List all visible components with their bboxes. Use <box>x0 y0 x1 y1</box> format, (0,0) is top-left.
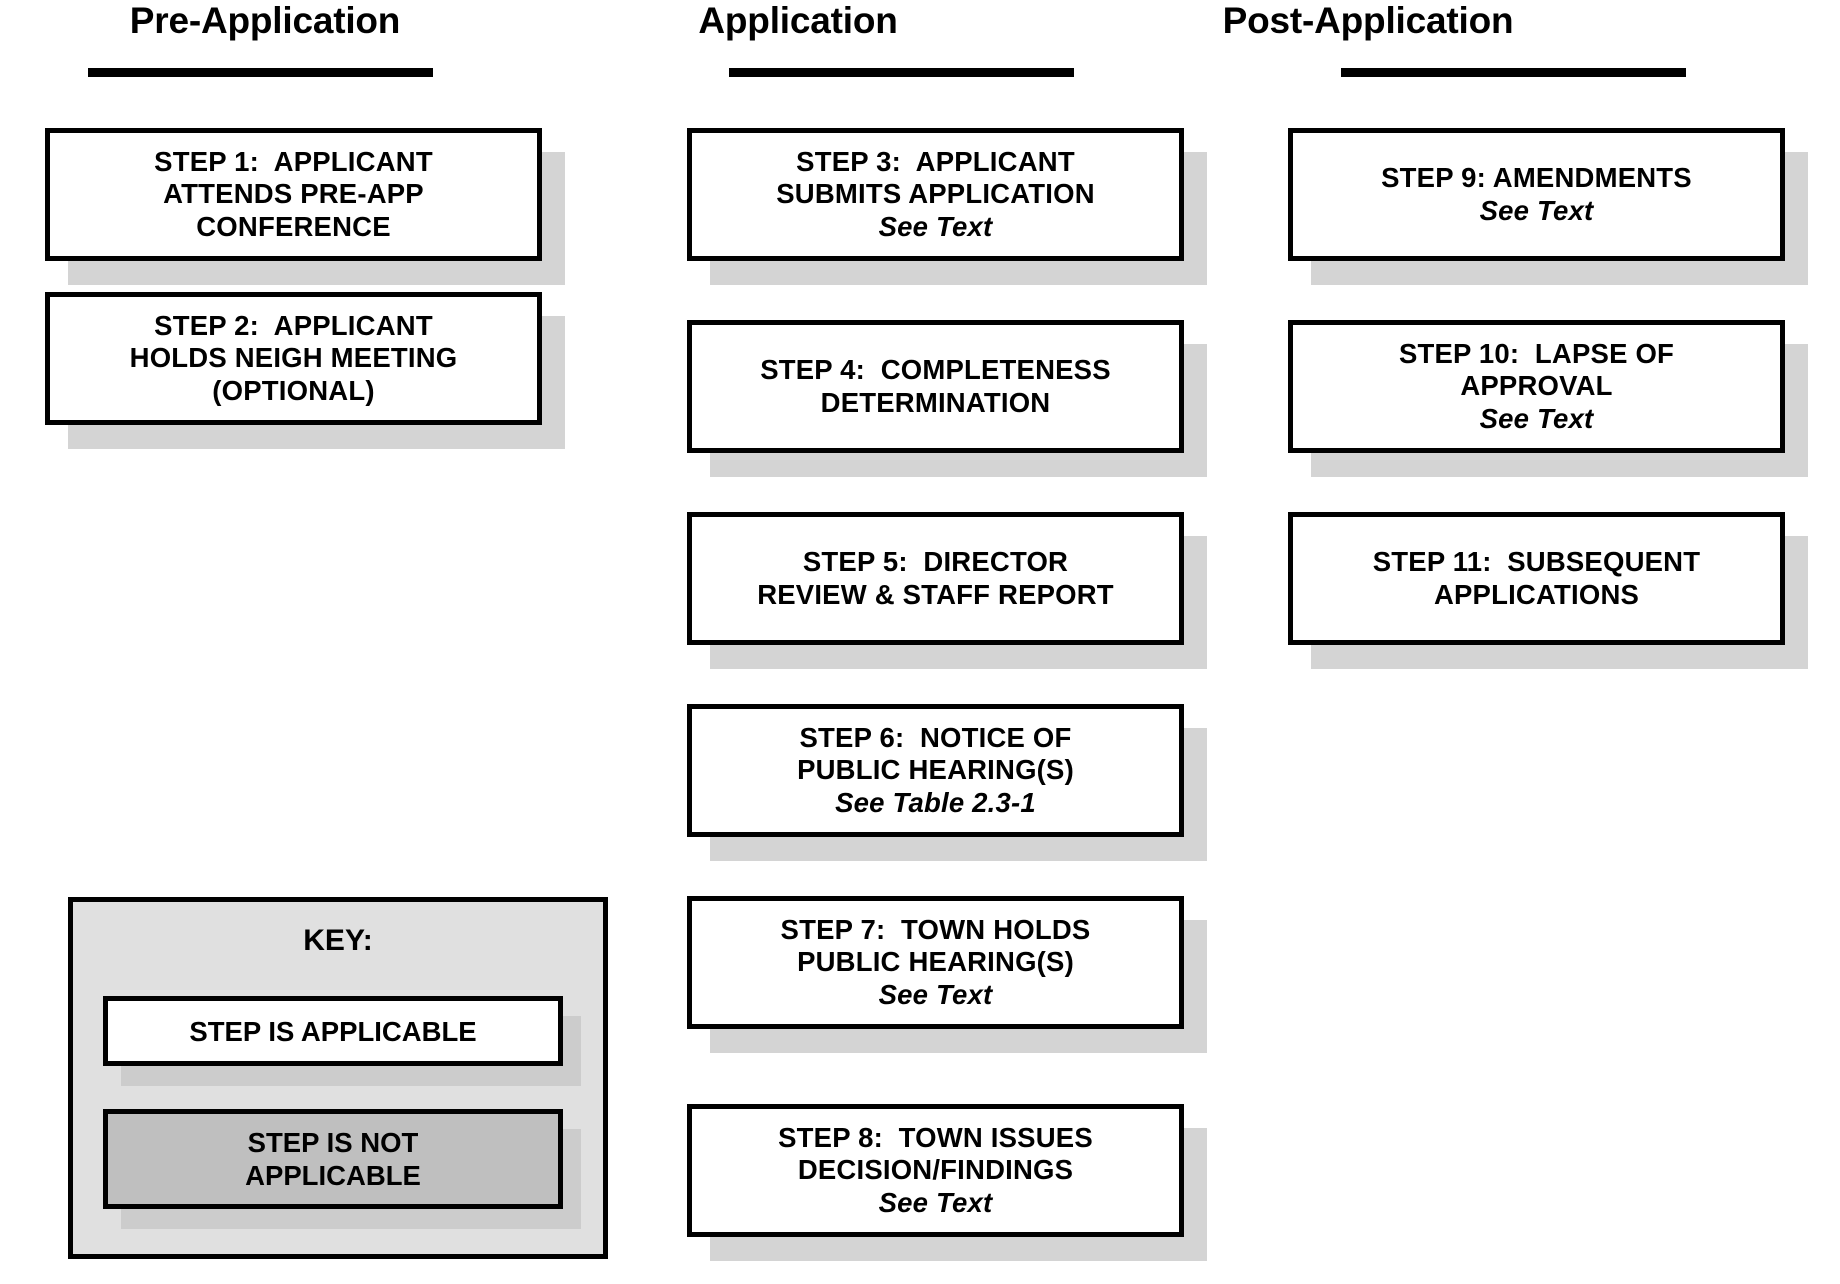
key-panel: KEY: STEP IS APPLICABLE STEP IS NOT APPL… <box>68 897 608 1259</box>
step-7-line-3: See Text <box>878 978 993 1010</box>
step-9-line-2: See Text <box>1479 194 1594 226</box>
step-6-line-3: See Table 2.3-1 <box>835 786 1036 818</box>
step-8-line-1: STEP 8: TOWN ISSUES <box>778 1121 1093 1153</box>
step-8-line-3: See Text <box>878 1186 993 1218</box>
step-10-box[interactable]: STEP 10: LAPSE OF APPROVAL See Text <box>1288 320 1785 453</box>
step-11-box[interactable]: STEP 11: SUBSEQUENT APPLICATIONS <box>1288 512 1785 645</box>
step-10-line-2: APPROVAL <box>1460 370 1613 402</box>
step-5-line-1: STEP 5: DIRECTOR <box>802 546 1069 578</box>
step-1-line-3: CONFERENCE <box>196 210 391 242</box>
step-1-line-1: STEP 1: APPLICANT <box>154 145 433 177</box>
step-4-box[interactable]: STEP 4: COMPLETENESS DETERMINATION <box>687 320 1184 453</box>
key-applicable-box: STEP IS APPLICABLE <box>103 996 563 1066</box>
step-9-line-1: STEP 9: AMENDMENTS <box>1381 162 1692 194</box>
step-11-line-2: APPLICATIONS <box>1433 578 1640 610</box>
key-not-applicable-line-1: STEP IS NOT <box>247 1127 419 1158</box>
step-10-line-1: STEP 10: LAPSE OF <box>1398 337 1675 369</box>
step-5-line-2: REVIEW & STAFF REPORT <box>757 578 1114 610</box>
key-title: KEY: <box>303 924 373 957</box>
step-3-line-3: See Text <box>878 210 993 242</box>
step-1-line-2: ATTENDS PRE-APP <box>163 178 424 210</box>
step-7-line-1: STEP 7: TOWN HOLDS <box>780 913 1091 945</box>
column-title-post-application: Post-Application <box>1222 0 1514 41</box>
step-2-line-2: HOLDS NEIGH MEETING <box>129 342 458 374</box>
step-4-line-1: STEP 4: COMPLETENESS <box>760 354 1111 386</box>
step-1-box[interactable]: STEP 1: APPLICANT ATTENDS PRE-APP CONFER… <box>45 128 542 261</box>
step-6-line-2: PUBLIC HEARING(S) <box>797 754 1074 786</box>
column-rule-post-application <box>1341 68 1686 77</box>
key-not-applicable-box: STEP IS NOT APPLICABLE <box>103 1109 563 1209</box>
step-7-line-2: PUBLIC HEARING(S) <box>797 946 1074 978</box>
step-4-line-2: DETERMINATION <box>820 386 1051 418</box>
step-8-line-2: DECISION/FINDINGS <box>797 1154 1074 1186</box>
step-3-box[interactable]: STEP 3: APPLICANT SUBMITS APPLICATION Se… <box>687 128 1184 261</box>
column-title-pre-application: Pre-Application <box>129 0 401 41</box>
step-7-box[interactable]: STEP 7: TOWN HOLDS PUBLIC HEARING(S) See… <box>687 896 1184 1029</box>
step-2-line-1: STEP 2: APPLICANT <box>154 309 433 341</box>
step-3-line-1: STEP 3: APPLICANT <box>796 145 1075 177</box>
step-11-line-1: STEP 11: SUBSEQUENT <box>1372 546 1701 578</box>
step-6-box[interactable]: STEP 6: NOTICE OF PUBLIC HEARING(S) See … <box>687 704 1184 837</box>
step-2-line-3: (OPTIONAL) <box>212 374 375 406</box>
column-rule-application <box>729 68 1074 77</box>
column-title-application: Application <box>698 0 898 41</box>
step-2-box[interactable]: STEP 2: APPLICANT HOLDS NEIGH MEETING (O… <box>45 292 542 425</box>
key-not-applicable-line-2: APPLICABLE <box>245 1160 421 1191</box>
step-3-line-2: SUBMITS APPLICATION <box>776 178 1095 210</box>
key-applicable-label: STEP IS APPLICABLE <box>189 1015 477 1047</box>
step-9-box[interactable]: STEP 9: AMENDMENTS See Text <box>1288 128 1785 261</box>
column-rule-pre-application <box>88 68 433 77</box>
step-10-line-3: See Text <box>1479 402 1594 434</box>
step-6-line-1: STEP 6: NOTICE OF <box>799 721 1072 753</box>
step-5-box[interactable]: STEP 5: DIRECTOR REVIEW & STAFF REPORT <box>687 512 1184 645</box>
step-8-box[interactable]: STEP 8: TOWN ISSUES DECISION/FINDINGS Se… <box>687 1104 1184 1237</box>
